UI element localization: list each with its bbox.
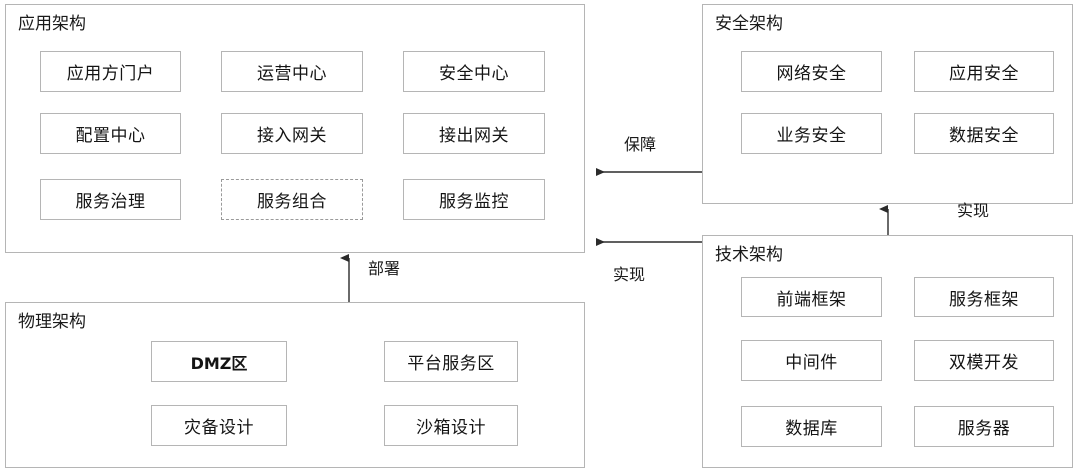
node-frontend-framework[interactable]: 前端框架 — [741, 277, 882, 317]
node-platform-service-zone[interactable]: 平台服务区 — [384, 341, 518, 382]
node-database[interactable]: 数据库 — [741, 406, 882, 447]
node-egress-gateway[interactable]: 接出网关 — [403, 113, 545, 154]
node-service-framework[interactable]: 服务框架 — [914, 277, 1054, 317]
node-sandbox-design[interactable]: 沙箱设计 — [384, 405, 518, 446]
node-disaster-recovery-design[interactable]: 灾备设计 — [151, 405, 287, 446]
node-config-center[interactable]: 配置中心 — [40, 113, 181, 154]
node-service-composition[interactable]: 服务组合 — [221, 179, 363, 220]
node-middleware[interactable]: 中间件 — [741, 340, 882, 381]
node-ingress-gateway[interactable]: 接入网关 — [221, 113, 363, 154]
node-dmz-zone[interactable]: DMZ区 — [151, 341, 287, 382]
connector-label-baozhang: 保障 — [624, 135, 657, 154]
node-application-portal[interactable]: 应用方门户 — [40, 51, 181, 92]
node-application-security[interactable]: 应用安全 — [914, 51, 1054, 92]
group-title-technical: 技术架构 — [715, 245, 783, 265]
connector-label-shixian-security: 实现 — [957, 201, 990, 220]
node-business-security[interactable]: 业务安全 — [741, 113, 882, 154]
group-security-architecture: 安全架构 — [702, 4, 1073, 204]
node-operations-center[interactable]: 运营中心 — [221, 51, 363, 92]
node-service-governance[interactable]: 服务治理 — [40, 179, 181, 220]
node-bimodal-development[interactable]: 双模开发 — [914, 340, 1054, 381]
node-service-monitoring[interactable]: 服务监控 — [403, 179, 545, 220]
connector-label-shixian-app: 实现 — [613, 265, 646, 284]
node-network-security[interactable]: 网络安全 — [741, 51, 882, 92]
group-title-application: 应用架构 — [18, 14, 86, 34]
node-security-center[interactable]: 安全中心 — [403, 51, 545, 92]
group-title-security: 安全架构 — [715, 14, 783, 34]
node-data-security[interactable]: 数据安全 — [914, 113, 1054, 154]
group-title-physical: 物理架构 — [18, 312, 86, 332]
node-server[interactable]: 服务器 — [914, 406, 1054, 447]
connector-label-bushu: 部署 — [368, 259, 401, 278]
